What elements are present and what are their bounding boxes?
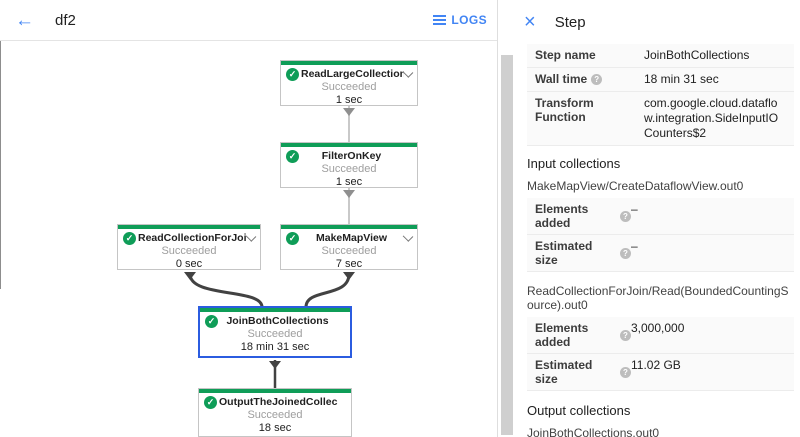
section-title-output-collections: Output collections [527,403,631,418]
node-time: 7 sec [335,258,363,270]
graph-node-readcollectionforjoin[interactable]: ✓ ReadCollectionForJoin Succeeded 0 sec [117,224,261,270]
logs-button[interactable]: LOGS [433,13,487,27]
panel-content: Step name JoinBothCollections Wall time … [527,44,794,437]
panel-title: Step [554,13,586,31]
field-row: Wall time ? 18 min 31 sec [527,68,794,92]
node-status: Succeeded [247,409,303,421]
node-status: Succeeded [247,328,303,340]
node-time: 1 sec [335,176,363,188]
node-status-strip [281,143,417,147]
graph-node-joinbothcollections[interactable]: ✓ JoinBothCollections Succeeded 18 min 3… [198,306,352,358]
node-status-strip [118,225,260,229]
left-edge-divider [0,41,1,289]
node-status: Succeeded [161,245,217,257]
success-check-icon: ✓ [286,149,299,163]
metric-value: 3,000,000 [631,321,685,335]
metric-label: Elements added [535,321,589,349]
node-time: 18 sec [258,422,292,434]
graph-node-outputthejoined[interactable]: ✓ OutputTheJoinedCollec... Succeeded 18 … [198,388,352,437]
field-label: Step name [535,48,596,62]
help-icon[interactable]: ? [620,329,631,341]
metric-row: Elements added ? 3,000,000 [527,317,794,354]
success-check-icon: ✓ [286,231,299,245]
node-title: MakeMapView [315,232,387,244]
node-status: Succeeded [321,81,377,93]
toolbar: ← df2 LOGS [0,0,497,41]
job-title: df2 [55,11,76,29]
node-time: 18 min 31 sec [240,341,310,353]
field-label: Transform Function [535,96,594,124]
metric-row: Estimated size ? 11.02 GB [527,354,794,391]
metric-value: 11.02 GB [631,358,681,372]
field-value: JoinBothCollections [644,48,750,62]
node-time: 1 sec [335,94,363,106]
logs-button-label: LOGS [451,13,487,27]
help-icon[interactable]: ? [620,210,631,222]
job-graph-canvas: ✓ ReadLargeCollectionFr... Succeeded 1 s… [0,41,497,437]
collection-name: JoinBothCollections.out0 [527,426,660,437]
node-status-strip [281,225,417,229]
step-details-panel: × Step Step name JoinBothCollections Wal… [497,0,800,437]
node-title: ReadCollectionForJoin [138,232,247,244]
panel-header: × Step [524,0,586,44]
metric-label: Estimated size [535,358,593,386]
node-status-strip [200,308,350,312]
success-check-icon: ✓ [123,231,136,245]
graph-edges [184,106,355,389]
graph-node-makemapview[interactable]: ✓ MakeMapView Succeeded 7 sec [280,224,418,270]
collection-name: ReadCollectionForJoin/Read(BoundedCounti… [527,284,789,312]
help-icon[interactable]: ? [620,366,631,378]
field-row: Step name JoinBothCollections [527,44,794,68]
node-time: 0 sec [175,258,203,270]
metric-value: – [631,239,638,253]
node-status: Succeeded [321,163,377,175]
logs-list-icon [433,13,447,27]
metric-label: Elements added [535,202,589,230]
metric-row: Estimated size ? – [527,235,794,272]
back-arrow-icon[interactable]: ← [15,9,34,31]
field-value: com.google.cloud.dataflow.integration.Si… [644,96,779,140]
section-title-input-collections: Input collections [527,156,621,171]
node-title: JoinBothCollections [226,315,329,327]
chevron-down-icon[interactable] [402,230,414,242]
node-title: FilterOnKey [321,150,382,162]
chevron-down-icon[interactable] [402,66,414,78]
field-value: 18 min 31 sec [644,72,719,86]
metric-label: Estimated size [535,239,593,267]
collection-name: MakeMapView/CreateDataflowView.out0 [527,179,744,193]
chevron-down-icon[interactable] [245,230,257,242]
metric-row: Elements added ? – [527,198,794,235]
node-status-strip [199,389,351,393]
close-icon[interactable]: × [524,11,536,33]
node-status: Succeeded [321,245,377,257]
success-check-icon: ✓ [205,314,218,328]
success-check-icon: ✓ [204,395,217,409]
field-label: Wall time [535,72,588,86]
graph-node-readlargecollection[interactable]: ✓ ReadLargeCollectionFr... Succeeded 1 s… [280,60,418,106]
metric-value: – [631,202,638,216]
success-check-icon: ✓ [286,67,299,81]
field-row: Transform Function com.google.cloud.data… [527,92,794,146]
panel-scrollbar[interactable] [501,55,513,435]
help-icon[interactable]: ? [620,247,631,259]
help-icon[interactable]: ? [591,73,603,85]
node-title: OutputTheJoinedCollec... [219,396,338,408]
graph-node-filteronkey[interactable]: ✓ FilterOnKey Succeeded 1 sec [280,142,418,188]
node-title: ReadLargeCollectionFr... [301,68,404,80]
node-status-strip [281,61,417,65]
